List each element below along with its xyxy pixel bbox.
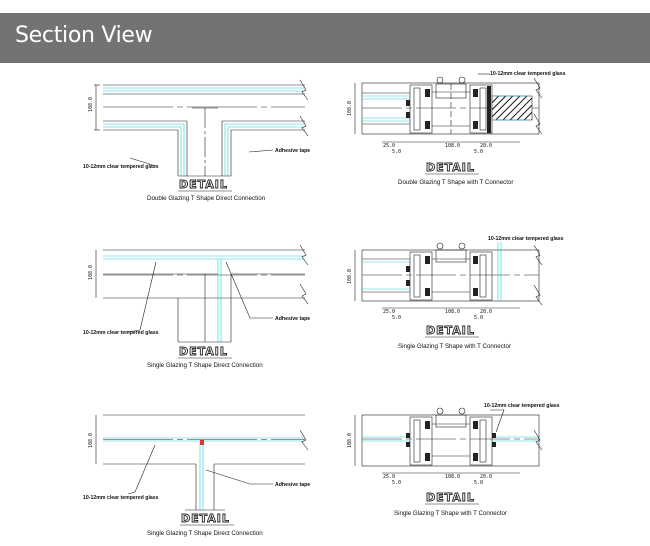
detail-label: DETAIL	[426, 491, 475, 504]
glass-label: 10-12mm clear tempered glass	[83, 164, 159, 170]
dim-label: 108.0	[347, 433, 353, 448]
glass-label: 10-12mm clear tempered glass	[490, 71, 566, 77]
caption-d6: Single Glazing T Shape with T Connector	[394, 510, 507, 517]
dim-label: 25.0	[383, 474, 395, 480]
dim-label: 25.0	[383, 143, 395, 149]
drawing-single-glazing-t-direct-b	[95, 414, 309, 511]
drawing-single-glazing-t-connector-a	[354, 242, 543, 309]
tape-label: Adhesive tape	[275, 148, 310, 154]
detail-label: DETAIL	[426, 324, 475, 337]
dim-label: 5.0	[392, 480, 401, 486]
tape-label: Adhesive tape	[275, 316, 310, 322]
caption-d1: Double Glazing T Shape Direct Connection	[147, 195, 266, 202]
detail-label: DETAIL	[179, 345, 228, 358]
section-header: Section View	[0, 13, 650, 63]
dim-label: 108.0	[88, 97, 94, 112]
dim-label: 5.0	[474, 315, 483, 321]
tape-label: Adhesive tape	[275, 482, 310, 488]
detail-label: DETAIL	[426, 161, 475, 174]
adhesive-tape-mark	[200, 440, 204, 445]
drawing-double-glazing-t-direct	[94, 79, 309, 177]
dim-label: 5.0	[474, 480, 483, 486]
dim-label: 108.0	[445, 309, 460, 315]
dim-label: 5.0	[392, 315, 401, 321]
dim-label: 108.0	[445, 143, 460, 149]
caption-d2: Double Glazing T Shape with T Connector	[398, 179, 513, 186]
dim-label: 108.0	[347, 101, 353, 116]
drawing-single-glazing-t-direct-a	[95, 244, 309, 343]
page-title: Section View	[15, 23, 153, 48]
dim-label: 25.0	[383, 309, 395, 315]
dim-label: 108.0	[88, 433, 94, 448]
drawing-single-glazing-t-connector-b	[354, 407, 543, 474]
dim-label: 5.0	[474, 149, 483, 155]
dim-label: 20.0	[480, 474, 492, 480]
dim-label: 5.0	[392, 149, 401, 155]
detail-label: DETAIL	[179, 178, 228, 191]
detail-label: DETAIL	[181, 512, 230, 525]
glass-label: 10-12mm clear tempered glass	[83, 495, 159, 501]
glass-label: 10-12mm clear tempered glass	[83, 330, 159, 336]
caption-d4: Single Glazing T Shape with T Connector	[398, 343, 511, 350]
caption-d5: Single Glazing T Shape Direct Connection	[147, 530, 263, 537]
glass-label: 10-12mm clear tempered glass	[488, 236, 564, 242]
dim-label: 20.0	[480, 309, 492, 315]
glass-label: 10-12mm clear tempered glass	[484, 403, 560, 409]
caption-d3: Single Glazing T Shape Direct Connection	[147, 362, 263, 369]
dim-label: 108.0	[347, 269, 353, 284]
drawing-double-glazing-t-connector	[354, 73, 543, 143]
dim-label: 108.0	[88, 265, 94, 280]
dim-label: 20.0	[480, 143, 492, 149]
dim-label: 108.0	[445, 474, 460, 480]
